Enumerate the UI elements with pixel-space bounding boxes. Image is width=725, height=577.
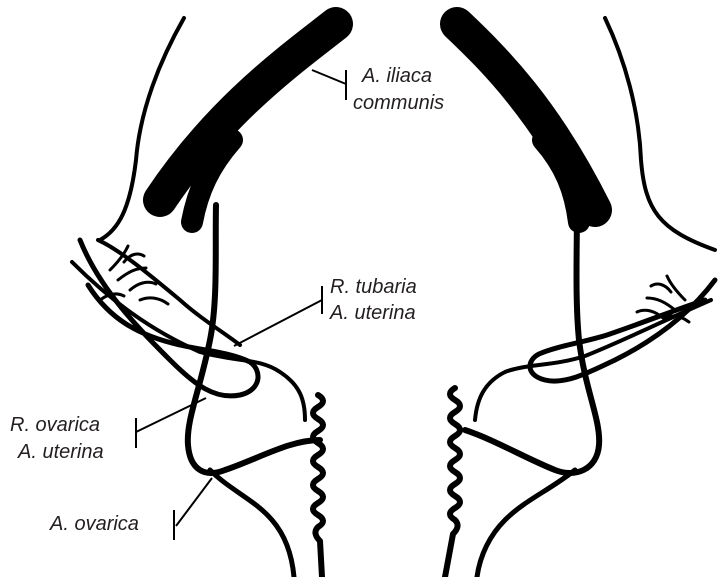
- label-ovarica-r-line1: R. ovarica: [10, 414, 100, 436]
- left-tuft-branches: [100, 246, 168, 304]
- right-lower-ovarian-vessel: [477, 470, 575, 577]
- label-group-ovarica-uterina: R. ovarica A. uterina: [10, 398, 206, 463]
- label-iliaca-line2: communis: [353, 92, 444, 114]
- label-tubaria-line2: A. uterina: [329, 302, 416, 324]
- left-lower-ovarian-vessel: [210, 470, 294, 577]
- label-group-tubaria: R. tubaria A. uterina: [234, 276, 417, 346]
- leader-line-ovarica-r: [136, 398, 206, 432]
- right-outer-vessel: [605, 18, 715, 250]
- leader-line-ovarica: [176, 478, 212, 526]
- label-ovarica-r-line2: A. uterina: [17, 441, 104, 463]
- left-descending-vessel: [188, 205, 320, 473]
- right-vessel-system: [445, 18, 715, 577]
- label-iliaca-line1: A. iliaca: [361, 65, 432, 87]
- left-common-iliac-artery: [160, 24, 336, 200]
- left-tortuous-uterine-artery: [313, 395, 323, 577]
- left-vessel-system: [72, 18, 336, 577]
- label-group-iliaca-communis: A. iliaca communis: [312, 65, 444, 114]
- leader-line-tubaria: [234, 300, 322, 346]
- leader-line-iliaca: [312, 70, 346, 84]
- right-descending-vessel: [465, 205, 599, 473]
- label-ovarica: A. ovarica: [49, 513, 139, 535]
- label-tubaria-line1: R. tubaria: [330, 276, 417, 298]
- right-ovarian-loop: [530, 280, 715, 381]
- right-tortuous-uterine-artery: [445, 388, 460, 577]
- left-ovarian-loop: [80, 240, 258, 396]
- label-group-ovarica: A. ovarica: [49, 478, 212, 540]
